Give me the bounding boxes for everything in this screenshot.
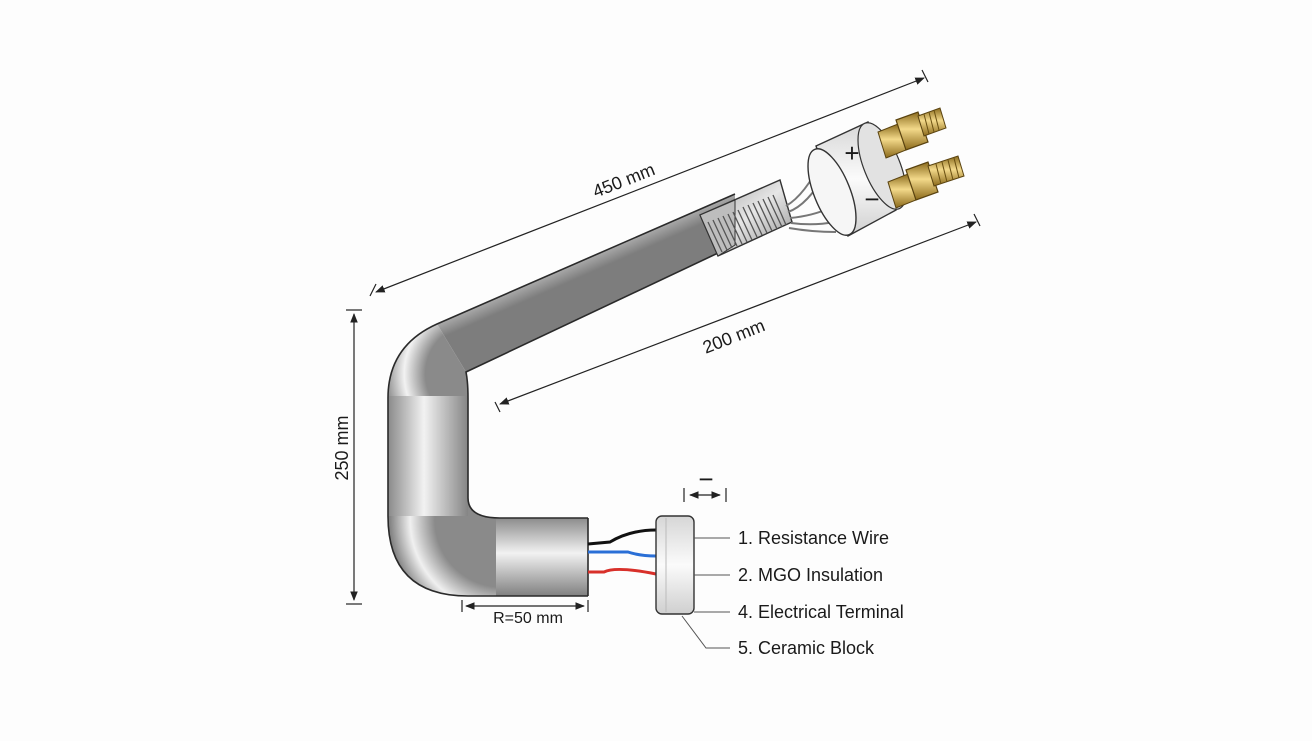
positive-terminal — [877, 107, 947, 159]
dimension-250: 250 mm — [332, 309, 362, 605]
callout-electrical-terminal: 4. Electrical Terminal — [738, 602, 904, 622]
callout-mgo-insulation: 2. MGO Insulation — [738, 565, 883, 585]
dimension-radius: R=50 mm — [461, 600, 589, 627]
callout-resistance-wire: 1. Resistance Wire — [738, 528, 889, 548]
tube-vertical-section — [388, 396, 468, 518]
lower-ceramic-block — [655, 515, 695, 615]
black-wire — [587, 528, 657, 546]
blue-wire — [588, 550, 657, 558]
lower-lead-wires — [587, 528, 657, 576]
plus-symbol: + — [844, 138, 859, 168]
callouts: 1. Resistance Wire 2. MGO Insulation 4. … — [681, 528, 904, 658]
tube-horizontal-section — [496, 518, 588, 596]
bend-radius-label: R=50 mm — [493, 610, 563, 627]
tube-upper-bend — [388, 324, 468, 398]
detail-minus-symbol: − — [698, 464, 713, 494]
tube-diagonal-section — [437, 194, 735, 372]
vertical-height-label: 250 mm — [332, 415, 352, 480]
callout-ceramic-block: 5. Ceramic Block — [738, 638, 875, 658]
tube-lower-bend — [388, 498, 500, 596]
red-wire — [588, 567, 657, 576]
straight-length-label: 200 mm — [700, 315, 768, 357]
detail-dimension: − — [683, 464, 727, 502]
minus-symbol: − — [864, 184, 879, 214]
